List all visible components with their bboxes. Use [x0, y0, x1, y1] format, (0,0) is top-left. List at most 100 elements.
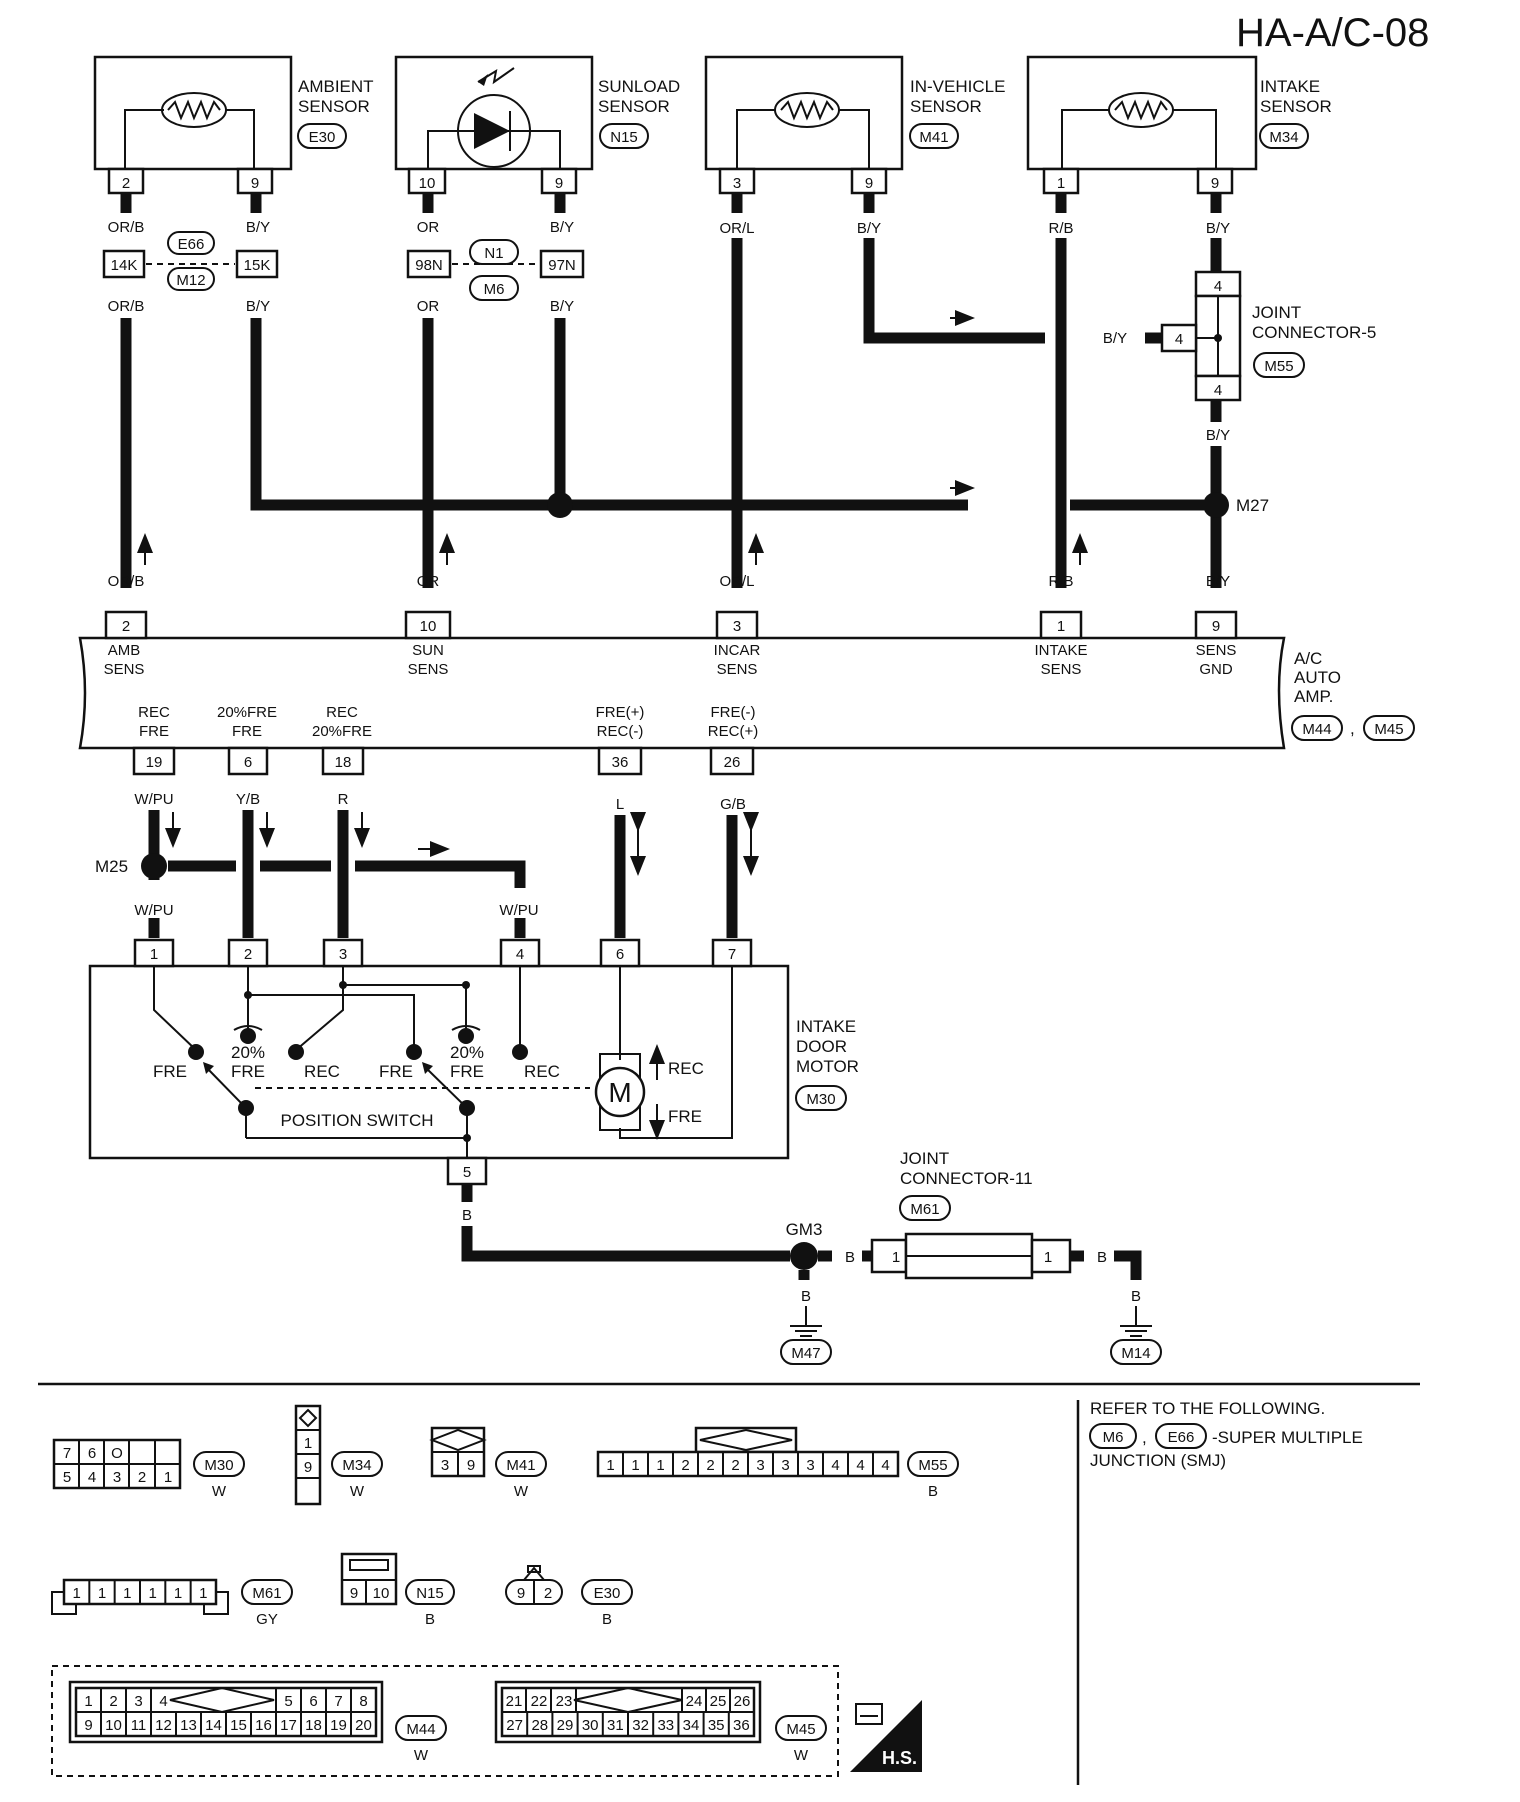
svg-text:G/B: G/B: [720, 796, 746, 813]
svg-text:M25: M25: [95, 857, 128, 876]
connector-m41-label: M41: [919, 129, 948, 146]
connector-cell: 33: [657, 1717, 674, 1734]
svg-text:10: 10: [419, 175, 436, 192]
svg-text:9: 9: [304, 1459, 312, 1476]
svg-text:OR/B: OR/B: [108, 573, 145, 590]
svg-text:REC: REC: [304, 1062, 340, 1081]
splice-m27: [1203, 492, 1229, 518]
svg-text:N1: N1: [484, 245, 503, 262]
svg-text:B/Y: B/Y: [550, 298, 574, 315]
svg-text:W: W: [794, 1747, 809, 1764]
svg-text:1: 1: [150, 946, 158, 963]
svg-text:O: O: [111, 1445, 123, 1462]
svg-text:REC: REC: [524, 1062, 560, 1081]
ambient-sensor-label: AMBIENT: [298, 77, 374, 96]
svg-text:B/Y: B/Y: [1206, 427, 1230, 444]
svg-text:20%FRE: 20%FRE: [217, 704, 277, 721]
svg-text:B/Y: B/Y: [246, 219, 270, 236]
svg-text:FRE: FRE: [668, 1107, 702, 1126]
svg-text:R: R: [338, 791, 349, 808]
svg-text:1: 1: [1057, 175, 1065, 192]
svg-text:15K: 15K: [244, 257, 271, 274]
svg-text:OR: OR: [417, 219, 440, 236]
svg-text:M55: M55: [918, 1457, 947, 1474]
svg-text:SENS: SENS: [408, 661, 449, 678]
svg-text:N15: N15: [416, 1585, 444, 1602]
svg-text:REC: REC: [668, 1059, 704, 1078]
svg-text:B/Y: B/Y: [1103, 330, 1127, 347]
svg-text:4: 4: [1175, 331, 1183, 348]
intake-sensor-label: INTAKE: [1260, 77, 1320, 96]
connector-view-e30: 9 2 E30 B: [505, 1565, 633, 1628]
svg-text:3: 3: [339, 946, 347, 963]
svg-text:-SUPER MULTIPLE: -SUPER MULTIPLE: [1212, 1428, 1363, 1447]
connector-cell: 2: [681, 1457, 689, 1474]
svg-text:SENSOR: SENSOR: [298, 97, 370, 116]
svg-text:M34: M34: [342, 1457, 371, 1474]
connector-group-frame: [51, 1665, 839, 1777]
svg-text:OR/L: OR/L: [719, 220, 754, 237]
svg-text:B/Y: B/Y: [246, 298, 270, 315]
connector-cell: 19: [330, 1717, 347, 1734]
connector-cell: 1: [98, 1585, 106, 1602]
svg-text:26: 26: [724, 754, 741, 771]
svg-text:B/Y: B/Y: [1206, 220, 1230, 237]
svg-text:FRE: FRE: [153, 1062, 187, 1081]
connector-cell: 2: [706, 1457, 714, 1474]
svg-text:9: 9: [1211, 175, 1219, 192]
svg-text:98N: 98N: [415, 257, 443, 274]
ground-icon: [790, 1325, 822, 1337]
svg-text:Y/B: Y/B: [236, 791, 260, 808]
connector-cell: 1: [631, 1457, 639, 1474]
svg-text:B/Y: B/Y: [550, 219, 574, 236]
connector-cell: 17: [280, 1717, 297, 1734]
svg-text:AUTO: AUTO: [1294, 668, 1341, 687]
svg-text:REC: REC: [326, 704, 358, 721]
svg-text:JOINT: JOINT: [1252, 303, 1301, 322]
svg-text:SUN: SUN: [412, 642, 444, 659]
svg-text:4: 4: [1214, 382, 1222, 399]
svg-text:10: 10: [373, 1585, 390, 1602]
svg-text:M12: M12: [176, 272, 205, 289]
svg-text:INTAKE: INTAKE: [796, 1017, 856, 1036]
svg-text:97N: 97N: [548, 257, 576, 274]
connector-cell: 1: [148, 1585, 156, 1602]
connector-cell: 11: [131, 1717, 147, 1734]
connector-cell: 24: [686, 1693, 703, 1710]
svg-text:R/B: R/B: [1048, 573, 1073, 590]
connector-cell: 25: [710, 1693, 727, 1710]
svg-text:,: ,: [1142, 1428, 1147, 1447]
svg-text:B: B: [1131, 1288, 1141, 1305]
connector-cell: 4: [159, 1693, 167, 1710]
connector-cell: 3: [134, 1693, 142, 1710]
svg-text:B: B: [602, 1611, 612, 1628]
connector-cell: 23: [556, 1693, 573, 1710]
connector-cell: 1: [84, 1693, 92, 1710]
svg-text:9: 9: [251, 175, 259, 192]
connector-cell: 21: [506, 1693, 523, 1710]
ground-icon: [1120, 1325, 1152, 1337]
connector-view-m34: 1 9 M34 W: [294, 1404, 383, 1506]
harness-side-icon: H.S.: [850, 1700, 922, 1772]
svg-text:3: 3: [733, 618, 741, 635]
joint-connector-11: 1 1 JOINT CONNECTOR-11 M61: [870, 1149, 1072, 1280]
svg-text:W/PU: W/PU: [499, 902, 538, 919]
svg-text:2: 2: [544, 1585, 552, 1602]
svg-text:OR: OR: [417, 298, 440, 315]
svg-text:FRE: FRE: [379, 1062, 413, 1081]
connector-cell: 32: [632, 1717, 649, 1734]
svg-text:FRE: FRE: [139, 723, 169, 740]
svg-text:L: L: [616, 796, 624, 813]
svg-text:M: M: [608, 1077, 631, 1108]
thermistor-icon: [1108, 92, 1174, 128]
svg-text:FRE: FRE: [450, 1062, 484, 1081]
connector-cell: 6: [309, 1693, 317, 1710]
connector-m55-label: M55: [1264, 358, 1293, 375]
thermistor-icon: [161, 92, 227, 128]
svg-text:E66: E66: [1168, 1429, 1195, 1446]
intake-sensor: INTAKE SENSOR M34 1 9: [1026, 55, 1332, 195]
svg-text:M41: M41: [506, 1457, 535, 1474]
svg-text:5: 5: [463, 1164, 471, 1181]
